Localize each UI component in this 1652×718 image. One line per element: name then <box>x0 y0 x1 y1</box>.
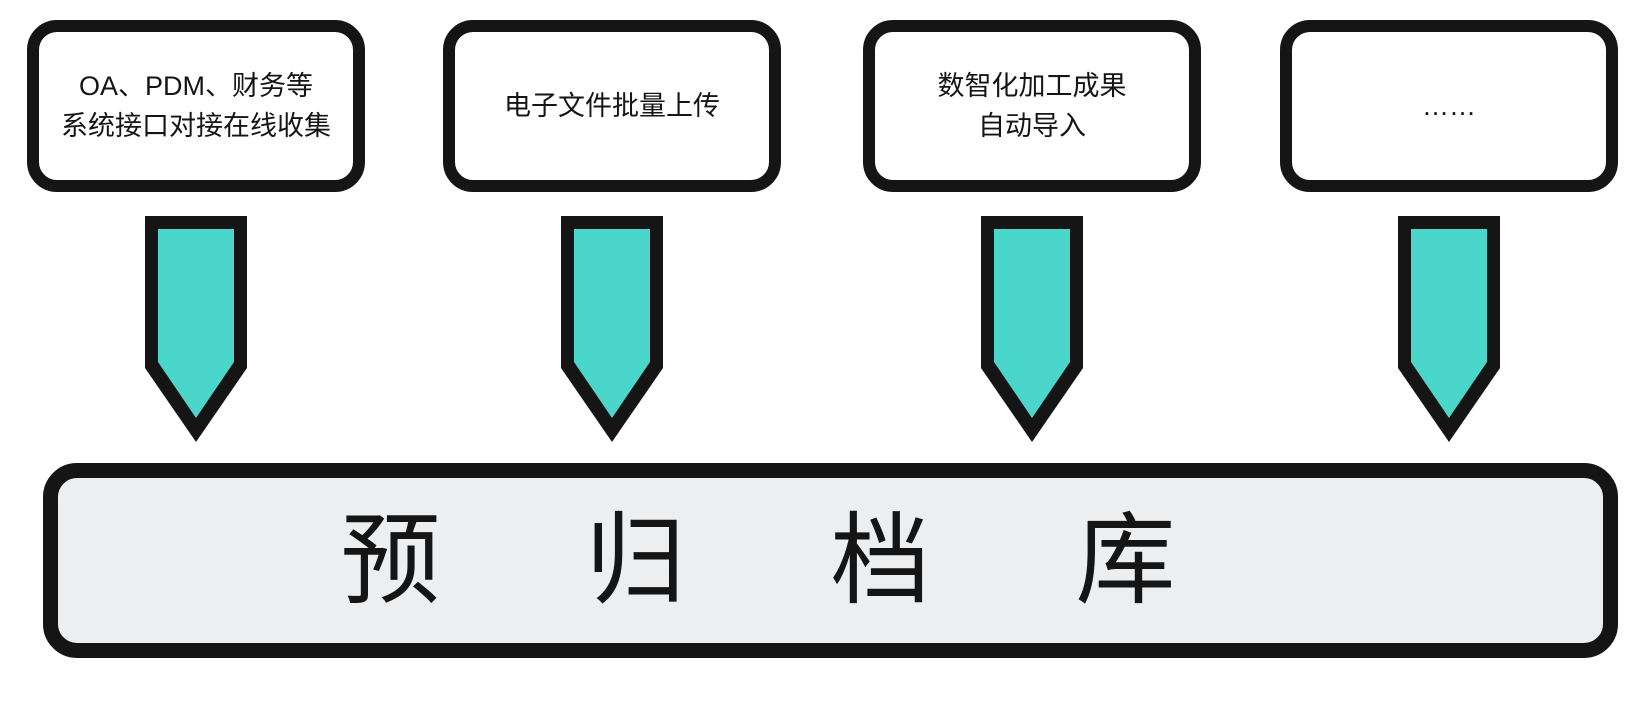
source-box-label-line: 数智化加工成果 <box>937 71 1127 101</box>
arrow-fill-shape <box>994 229 1070 418</box>
source-box-system-interface: OA、PDM、财务等 系统接口对接在线收集 <box>27 20 365 192</box>
source-box-label-line: …… <box>1422 91 1476 121</box>
arrow-fill-shape <box>574 229 650 418</box>
arrow-fill-shape <box>1411 229 1487 418</box>
source-box-label-line: 系统接口对接在线收集 <box>61 111 331 141</box>
target-box-label: 预归档库 <box>340 504 1321 617</box>
down-arrow-icon <box>1398 216 1500 442</box>
down-arrow-icon <box>561 216 663 442</box>
source-box-label-line: 自动导入 <box>978 111 1086 141</box>
source-box-batch-upload: 电子文件批量上传 <box>443 20 781 192</box>
arrow-fill-shape <box>158 229 234 418</box>
source-box-ellipsis: …… <box>1280 20 1618 192</box>
source-box-label-line: 电子文件批量上传 <box>504 91 720 121</box>
source-box-label-line: OA、PDM、财务等 <box>78 71 313 101</box>
down-arrow-icon <box>981 216 1083 442</box>
target-box-pre-archive-library: 预归档库 <box>43 463 1618 658</box>
down-arrow-icon <box>145 216 247 442</box>
source-box-digital-processing: 数智化加工成果 自动导入 <box>863 20 1201 192</box>
